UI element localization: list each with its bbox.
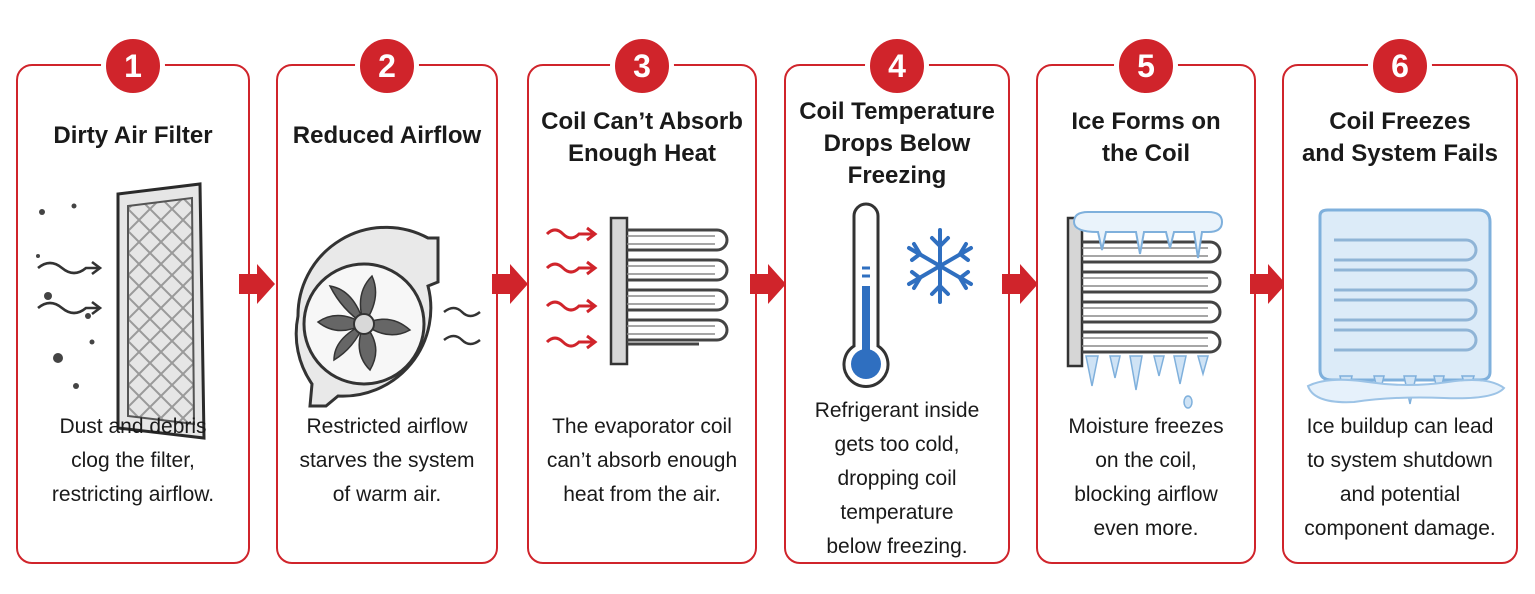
- water-puddle: [1306, 378, 1506, 404]
- flow-arrow-1-to-2: [239, 264, 275, 304]
- step-title: Reduced Airflow: [292, 122, 482, 149]
- flow-arrow-4-to-5: [1002, 264, 1038, 304]
- flow-arrow-2-to-3: [492, 264, 528, 304]
- blower-fan-icon: [294, 225, 481, 408]
- filter-mesh: [127, 196, 196, 426]
- step-number-badge: 5: [1114, 34, 1178, 98]
- step-number-badge: 3: [610, 34, 674, 98]
- heat-wave-arrows: [545, 226, 598, 350]
- dust-particles: [36, 203, 95, 389]
- flow-arrow-3-to-4: [750, 264, 786, 304]
- step-description: Restricted airflow starves the system of…: [299, 415, 475, 506]
- iced-coil-icon: [1066, 211, 1224, 409]
- fan-blades: [316, 274, 412, 372]
- ice-block: [1318, 208, 1492, 382]
- step-number-badge: 6: [1368, 34, 1432, 98]
- thermometer-and-snowflake-icon: [842, 202, 973, 388]
- step-card-3: 3 Coil Can’t Absorb Enough Heat The evap…: [527, 34, 757, 564]
- dirty-air-filter-icon: [36, 182, 206, 440]
- step-description: Moisture freezes on the coil, blocking a…: [1068, 415, 1224, 540]
- evaporator-coil-with-heat-icon: [545, 216, 729, 366]
- step-description: Ice buildup can lead to system shutdown …: [1304, 415, 1496, 540]
- step-title: Coil Freezes and System Fails: [1301, 108, 1499, 167]
- step-number-badge: 1: [101, 34, 165, 98]
- icicles: [1085, 355, 1209, 409]
- step-number-badge: 2: [355, 34, 419, 98]
- step-card-5: 5 Ice Forms on the Coil Moisture freezes…: [1036, 34, 1256, 564]
- step-title: Dirty Air Filter: [53, 122, 213, 149]
- step-card-1: 1 Dirty Air Filter Dust and debris clog …: [16, 34, 250, 564]
- ice-cap: [1072, 211, 1224, 259]
- step-description: Dust and debris clog the filter, restric…: [51, 415, 215, 506]
- airflow-arrows: [37, 260, 103, 316]
- step-title: Ice Forms on the Coil: [1071, 108, 1221, 167]
- frozen-coil-icon: [1306, 208, 1506, 405]
- coil-end-plate: [609, 216, 629, 366]
- step-title: Coil Temperature Drops Below Freezing: [799, 98, 995, 189]
- step-description: The evaporator coil can’t absorb enough …: [546, 415, 738, 506]
- step-description: Refrigerant inside gets too cold, droppi…: [814, 399, 980, 558]
- flow-arrow-5-to-6: [1250, 264, 1286, 304]
- weak-airflow-lines: [443, 306, 481, 346]
- coil-tubes: [627, 228, 729, 346]
- step-card-4: 4 Coil Temperature Drops Below Freezing …: [784, 34, 1010, 564]
- thermometer-icon: [842, 202, 890, 388]
- step-card-2: 2 Reduced Airflow Restricted airflow sta…: [276, 34, 498, 564]
- step-title: Coil Can’t Absorb Enough Heat: [541, 108, 743, 167]
- snowflake-icon: [907, 228, 973, 304]
- step-number-badge: 4: [865, 34, 929, 98]
- step-card-6: 6 Coil Freezes and System Fails Ice buil…: [1282, 34, 1518, 564]
